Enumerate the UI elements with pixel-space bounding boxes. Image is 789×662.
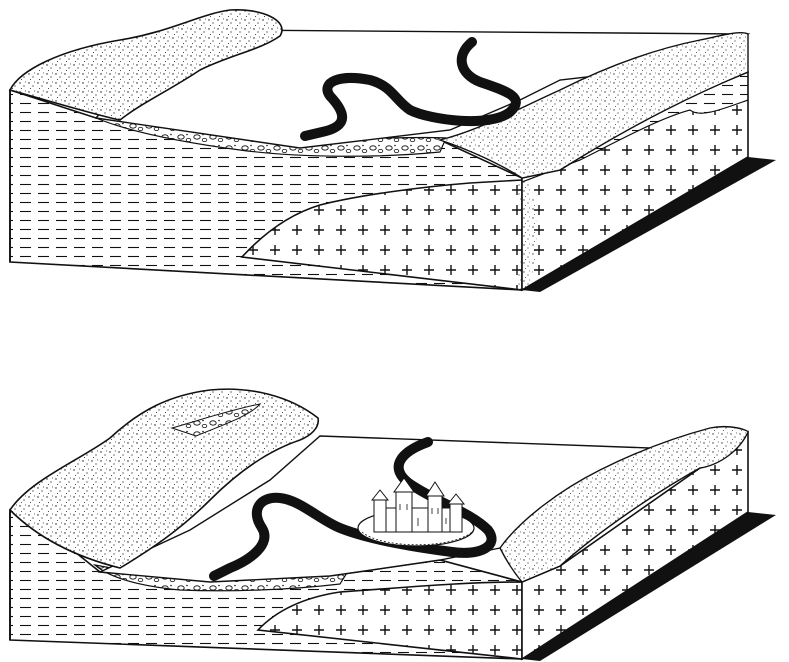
lower-block (10, 389, 776, 661)
upper-block (10, 10, 776, 292)
